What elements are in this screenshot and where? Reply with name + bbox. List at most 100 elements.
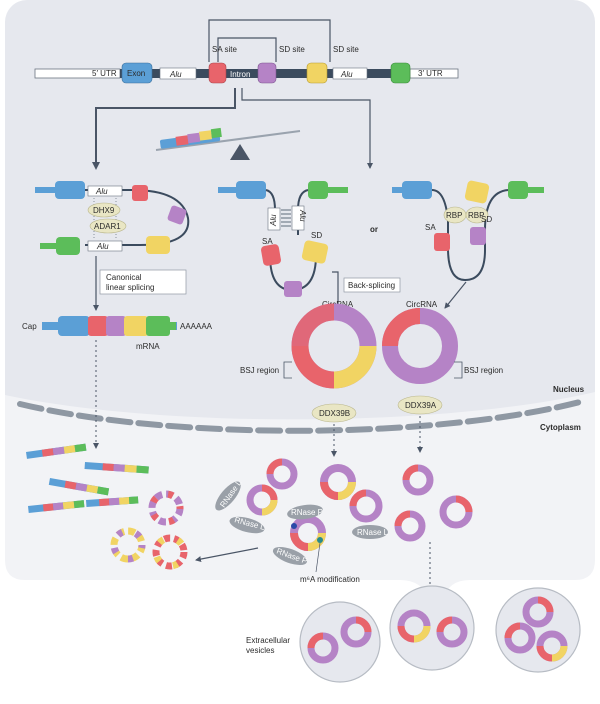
polya-label: AAAAAA: [180, 322, 213, 331]
cyto-circ-1: [266, 458, 298, 490]
cyto-circ-8: [394, 510, 426, 542]
canonical-label-1: Canonical: [106, 273, 142, 282]
vesicles-label-2: vesicles: [246, 646, 274, 655]
circ-right-label: CircRNA: [406, 300, 438, 309]
sa-site-label: SA site: [212, 45, 237, 54]
rnase-l-2: [229, 516, 265, 534]
right-rbp-loop: [392, 180, 544, 282]
left-exon-yellow: [146, 236, 170, 254]
cyto-circ-5: [349, 489, 383, 523]
rnase-l-1: [215, 481, 241, 511]
cap-label: Cap: [22, 322, 37, 331]
m6a-mark-1: [291, 523, 297, 529]
rbp-label-2: RBP: [468, 211, 484, 220]
right-exon-red: [434, 233, 450, 251]
back-splicing-label: Back-splicing: [348, 281, 395, 290]
or-label: or: [370, 225, 378, 234]
rnase-p-2: [272, 546, 308, 566]
intron-label: Intron: [230, 70, 250, 79]
left-exon-blue: [55, 181, 85, 199]
middle-sd-label: SD: [311, 231, 322, 240]
left-exon-red: [132, 185, 148, 201]
circrna-left: [291, 303, 377, 389]
ddx39a-protein: [397, 395, 443, 415]
arrow-to-middle-right: [241, 88, 373, 169]
utr3-label: 3′ UTR: [418, 69, 443, 78]
middle-alu-loop: [218, 181, 348, 297]
m6a-label: m⁶A modification: [300, 575, 360, 584]
exon-red-top: [208, 62, 227, 84]
cyto-circ-3: [246, 484, 278, 516]
middle-exon-yellow: [301, 240, 329, 264]
right-sd-label: SD: [481, 215, 492, 224]
cyto-circ-7: [439, 495, 473, 529]
cyto-circ-2: [320, 464, 356, 500]
arrow-to-degraded: [195, 547, 259, 562]
m6a-pointer: [315, 542, 321, 573]
rbp-label-1: RBP: [446, 211, 462, 220]
mature-mrna: [42, 316, 177, 336]
cytoplasm-mrnas: [25, 443, 149, 513]
alu-right-box: [332, 67, 368, 80]
ddx39a-label: DDX39A: [405, 401, 437, 410]
nuclear-envelope: [17, 399, 583, 434]
vesicle-1: [299, 601, 381, 683]
middle-alu-b-label: Alu: [298, 209, 307, 222]
vesicle-3: [495, 587, 581, 673]
right-exon-green: [508, 181, 528, 199]
ddx39b-label: DDX39B: [319, 409, 350, 418]
right-exon-purple: [470, 227, 486, 245]
arrow-to-left-path: [92, 88, 236, 170]
left-exon-purple: [167, 205, 187, 225]
degraded-circrnas: [110, 490, 188, 570]
balance-seesaw: [155, 127, 301, 160]
alu-left-label: Alu: [169, 70, 182, 79]
rnase-p-1-label: RNase P: [291, 508, 323, 517]
vesicles-label-1: Extracellular: [246, 636, 290, 645]
middle-exon-purple: [284, 281, 302, 297]
exon-purple-top: [257, 62, 277, 84]
rnase-l-3: [352, 525, 388, 539]
middle-exon-red: [261, 244, 281, 266]
left-alu-top-label: Alu: [95, 187, 108, 196]
rbp-protein-2: [465, 206, 489, 224]
sa-sd-bracket-outer: [208, 19, 331, 62]
circ-left-bsj-label: BSJ region: [240, 366, 279, 375]
cytoplasm-label: Cytoplasm: [540, 423, 581, 432]
dhx9-label: DHX9: [93, 206, 115, 215]
left-alu-bottom-label: Alu: [96, 242, 109, 251]
back-splicing-box: [343, 277, 401, 293]
adar1-protein: [89, 218, 127, 234]
exon-yellow-top: [306, 62, 328, 84]
middle-sa-label: SA: [262, 237, 273, 246]
right-exon-yellow: [464, 180, 490, 204]
rnase-l-3-label: RNase L: [357, 528, 389, 537]
cyto-circ-4: [290, 515, 326, 551]
alu-left-box: [159, 67, 197, 80]
dhx9-protein: [87, 202, 121, 218]
pre-mrna-gene: [34, 62, 459, 84]
sa-sd-bracket-inner: [217, 37, 277, 62]
exon-green-top: [390, 62, 411, 84]
adar1-label: ADAR1: [94, 222, 121, 231]
exon-label: Exon: [127, 69, 145, 78]
sd-site-label-1: SD site: [279, 45, 305, 54]
nucleus-label: Nucleus: [553, 385, 585, 394]
m6a-mark-2: [317, 537, 323, 543]
cyto-circ-6: [402, 464, 434, 496]
cytoplasm-region: [5, 392, 595, 600]
alu-right-label: Alu: [340, 70, 353, 79]
mrna-label: mRNA: [136, 342, 160, 351]
middle-exon-blue: [236, 181, 266, 199]
rnase-p-1: [287, 504, 323, 520]
utr5-label: 5′ UTR: [92, 69, 117, 78]
circrna-right: [382, 308, 458, 384]
exon-blue-top: [121, 62, 153, 84]
right-sa-label: SA: [425, 223, 436, 232]
canonical-label-2: linear splicing: [106, 283, 154, 292]
middle-exon-green: [308, 181, 328, 199]
vesicle-2: [389, 585, 475, 671]
ddx39b-protein: [311, 403, 357, 423]
arrow-back-splicing-middle: [332, 271, 341, 311]
